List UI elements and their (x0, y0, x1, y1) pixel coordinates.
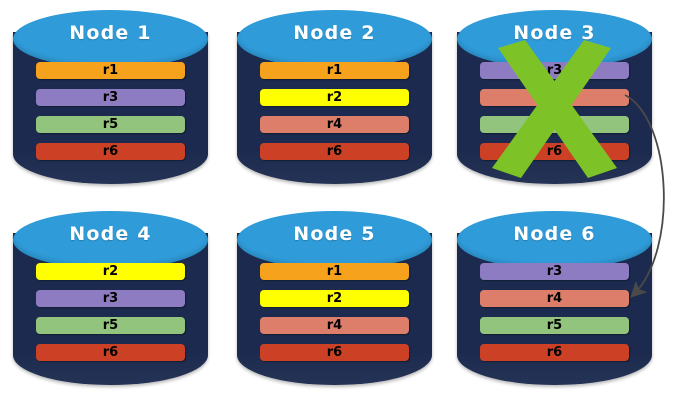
replica-list: r3 r4 r5 r6 (480, 62, 629, 160)
node-card-4[interactable]: Node 4 r2 r3 r5 r6 (13, 211, 208, 395)
node-card-6[interactable]: Node 6 r3 r4 r5 r6 (457, 211, 652, 395)
node-label: Node 4 (69, 223, 152, 245)
replica-bar[interactable]: r6 (36, 344, 185, 361)
replica-bar[interactable]: r1 (36, 62, 185, 79)
replica-bar[interactable]: r5 (480, 317, 629, 334)
cylinder-top (457, 211, 652, 269)
replica-bar[interactable]: r3 (36, 89, 185, 106)
node-label: Node 2 (293, 22, 376, 44)
node-card-3[interactable]: Node 3 r3 r4 r5 r6 (457, 10, 652, 194)
node-card-2[interactable]: Node 2 r1 r2 r4 r6 (237, 10, 432, 194)
replica-list: r1 r2 r4 r6 (260, 263, 409, 361)
replica-bar[interactable]: r6 (260, 344, 409, 361)
node-card-5[interactable]: Node 5 r1 r2 r4 r6 (237, 211, 432, 395)
replica-bar[interactable]: r4 (480, 89, 629, 106)
replica-bar[interactable]: r4 (260, 116, 409, 133)
replica-bar[interactable]: r6 (260, 143, 409, 160)
replica-bar[interactable]: r2 (36, 263, 185, 280)
replica-bar[interactable]: r5 (36, 116, 185, 133)
replica-bar[interactable]: r6 (480, 344, 629, 361)
replica-bar[interactable]: r3 (480, 263, 629, 280)
node-label: Node 5 (293, 223, 376, 245)
replica-list: r2 r3 r5 r6 (36, 263, 185, 361)
replica-bar[interactable]: r5 (480, 116, 629, 133)
cylinder-top (237, 10, 432, 68)
replica-bar[interactable]: r4 (480, 290, 629, 307)
cylinder-top (13, 10, 208, 68)
replica-bar[interactable]: r4 (260, 317, 409, 334)
replica-bar[interactable]: r6 (480, 143, 629, 160)
replica-bar[interactable]: r1 (260, 62, 409, 79)
replica-bar[interactable]: r5 (36, 317, 185, 334)
replica-list: r3 r4 r5 r6 (480, 263, 629, 361)
cylinder-top (13, 211, 208, 269)
replica-bar[interactable]: r3 (36, 290, 185, 307)
replica-bar[interactable]: r3 (480, 62, 629, 79)
replica-bar[interactable]: r2 (260, 290, 409, 307)
node-label: Node 6 (513, 223, 596, 245)
replica-bar[interactable]: r2 (260, 89, 409, 106)
node-label: Node 1 (69, 22, 152, 44)
node-card-1[interactable]: Node 1 r1 r3 r5 r6 (13, 10, 208, 194)
replica-bar[interactable]: r1 (260, 263, 409, 280)
replica-bar[interactable]: r6 (36, 143, 185, 160)
replica-list: r1 r3 r5 r6 (36, 62, 185, 160)
node-label: Node 3 (513, 22, 596, 44)
replica-list: r1 r2 r4 r6 (260, 62, 409, 160)
cylinder-top (237, 211, 432, 269)
